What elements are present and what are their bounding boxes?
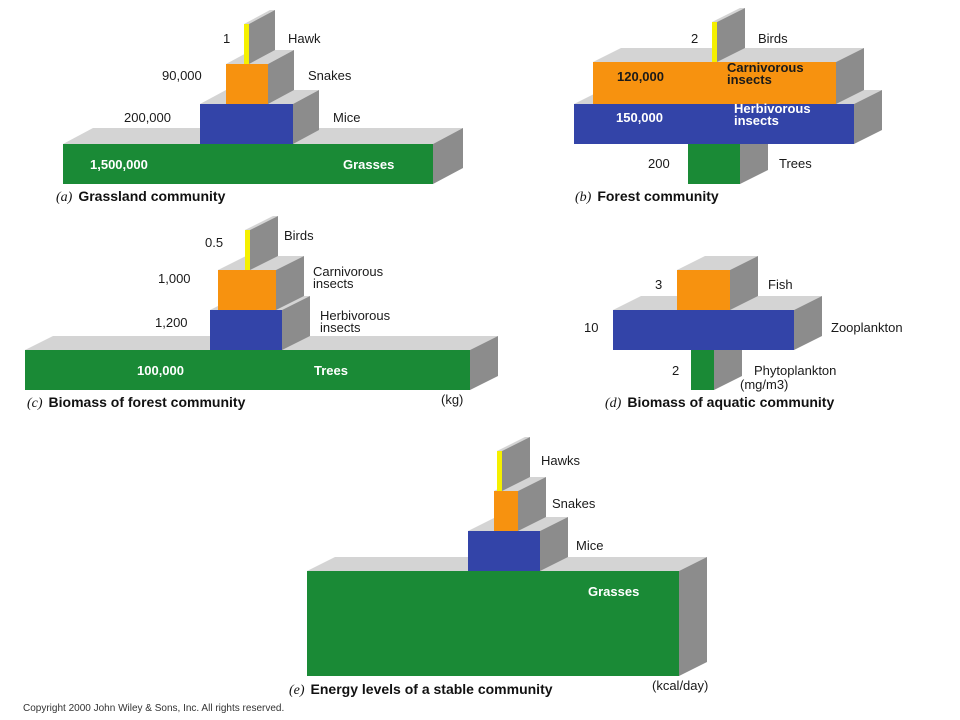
value-a-grasses: 1,500,000 — [90, 157, 148, 172]
label-d-fish: Fish — [768, 277, 793, 292]
caption-b: (b)Forest community — [575, 188, 719, 205]
block-top — [245, 216, 278, 230]
label-d-zooplankton: Zooplankton — [831, 320, 903, 335]
block-face — [468, 531, 540, 571]
unit-c: (kg) — [441, 392, 463, 407]
block-side — [679, 557, 707, 676]
block-face — [244, 24, 249, 64]
value-a-mice: 200,000 — [124, 110, 171, 125]
value-b-trees: 200 — [648, 156, 670, 171]
value-a-snakes: 90,000 — [162, 68, 202, 83]
label-e-snakes: Snakes — [552, 496, 596, 511]
block-side — [730, 256, 758, 310]
unit-d: (mg/m3) — [740, 377, 788, 392]
block-e-hawks — [497, 437, 530, 491]
panel-d: 2 Phytoplankton (mg/m3) 10 Zooplankton 3… — [584, 256, 903, 411]
label-a-hawk: Hawk — [288, 31, 321, 46]
block-a-hawk — [244, 10, 275, 64]
label-d-phytoplankton: Phytoplankton — [754, 363, 836, 378]
label-e-hawks: Hawks — [541, 453, 581, 468]
block-face — [712, 22, 717, 62]
block-side — [540, 517, 568, 571]
block-side — [249, 10, 275, 64]
panel-e: Grasses Mice Snakes Hawks (e)Energy leve… — [289, 437, 708, 698]
block-face — [226, 64, 268, 104]
value-c-trees: 100,000 — [137, 363, 184, 378]
block-face — [63, 144, 433, 184]
value-b-birds: 2 — [691, 31, 698, 46]
caption-d: (d)Biomass of aquatic community — [605, 394, 834, 411]
value-c-herbivorous: 1,200 — [155, 315, 188, 330]
value-c-birds: 0.5 — [205, 235, 223, 250]
block-face — [593, 62, 836, 104]
label-e-grasses: Grasses — [588, 584, 639, 599]
block-e-grasses — [307, 557, 707, 676]
block-face — [494, 491, 518, 531]
block-c-birds — [245, 216, 278, 270]
label-b-trees: Trees — [779, 156, 812, 171]
label-a-grasses: Grasses — [343, 157, 394, 172]
value-d-zooplankton: 10 — [584, 320, 598, 335]
unit-e: (kcal/day) — [652, 678, 708, 693]
block-face — [245, 230, 250, 270]
block-side — [717, 8, 745, 62]
label-e-mice: Mice — [576, 538, 603, 553]
block-top — [712, 8, 745, 22]
label-b-birds: Birds — [758, 31, 788, 46]
block-side — [293, 90, 319, 144]
block-face — [25, 350, 470, 390]
block-face — [307, 571, 679, 676]
block-face — [210, 310, 282, 350]
block-face — [200, 104, 293, 144]
label-a-snakes: Snakes — [308, 68, 352, 83]
block-side — [250, 216, 278, 270]
label-c-trees: Trees — [314, 363, 348, 378]
label-a-mice: Mice — [333, 110, 360, 125]
caption-c: (c)Biomass of forest community — [27, 394, 246, 411]
block-side — [836, 48, 864, 104]
block-face — [218, 270, 276, 310]
panel-a: 1,500,000 Grasses 200,000 Mice 90,000 Sn… — [56, 10, 463, 205]
block-top — [677, 256, 758, 270]
block-b-birds — [712, 8, 745, 62]
block-side — [433, 128, 463, 184]
value-b-herbivorous: 150,000 — [616, 110, 663, 125]
caption-a: (a)Grassland community — [56, 188, 226, 205]
block-side — [502, 437, 530, 491]
block-face — [691, 350, 714, 390]
block-d-fish — [677, 256, 758, 310]
block-face — [677, 270, 730, 310]
block-top — [244, 10, 275, 24]
caption-e: (e)Energy levels of a stable community — [289, 681, 553, 698]
block-face — [497, 451, 502, 491]
block-face — [574, 104, 854, 144]
label-c-birds: Birds — [284, 228, 314, 243]
copyright-notice: Copyright 2000 John Wiley & Sons, Inc. A… — [23, 703, 284, 714]
value-c-carnivorous: 1,000 — [158, 271, 191, 286]
block-b-carnivorous — [593, 48, 864, 104]
block-face — [613, 310, 794, 350]
value-a-hawk: 1 — [223, 31, 230, 46]
block-side — [854, 90, 882, 144]
block-a-snakes — [226, 50, 294, 104]
block-side — [282, 296, 310, 350]
value-d-fish: 3 — [655, 277, 662, 292]
block-top — [497, 437, 530, 451]
block-side — [518, 477, 546, 531]
block-side — [268, 50, 294, 104]
block-side — [794, 296, 822, 350]
block-side — [276, 256, 304, 310]
block-face — [688, 144, 740, 184]
block-side — [470, 336, 498, 390]
value-d-phytoplankton: 2 — [672, 363, 679, 378]
value-b-carnivorous: 120,000 — [617, 69, 664, 84]
